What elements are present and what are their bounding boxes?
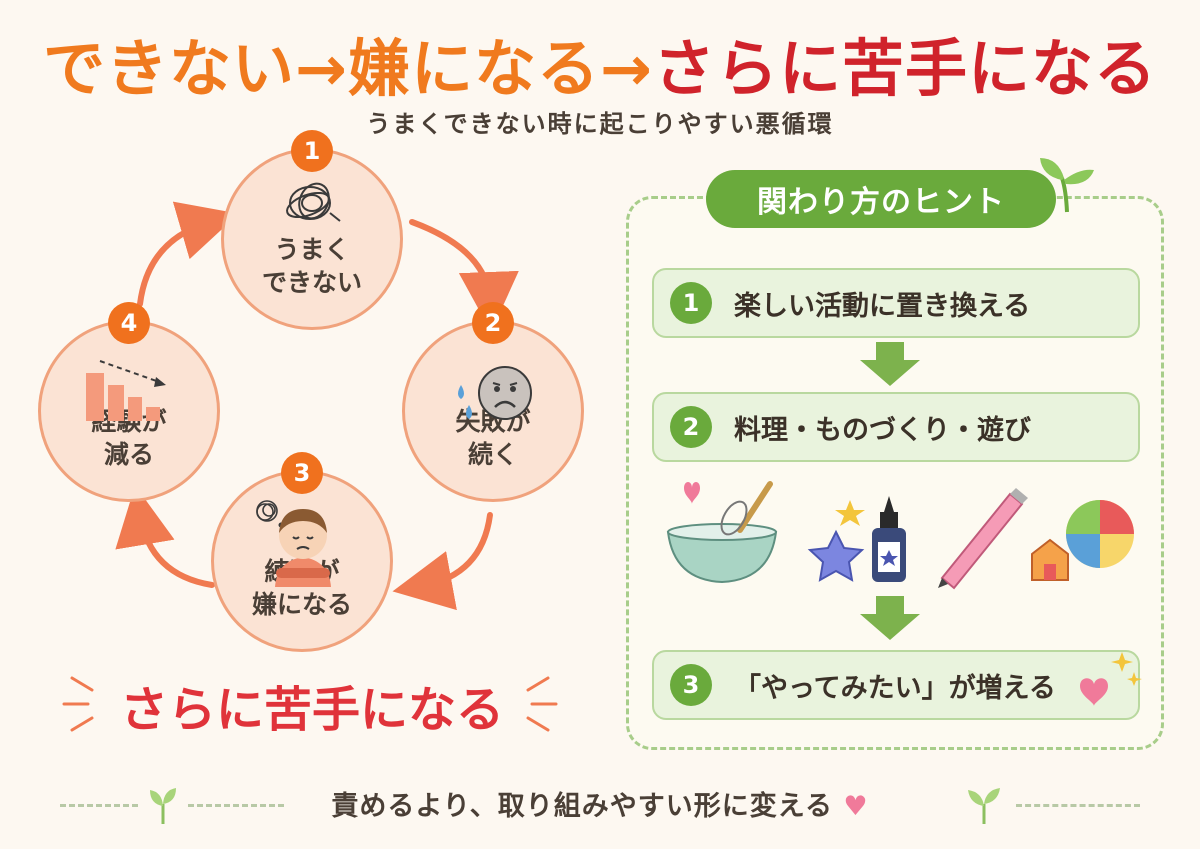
pen-icon xyxy=(938,488,1028,590)
node-4-number: 4 xyxy=(108,302,150,344)
node-1-number: 1 xyxy=(291,130,333,172)
arrow-1-to-2 xyxy=(409,219,519,332)
tangled-scribble-icon xyxy=(286,182,341,222)
craft-star-bottle-icon xyxy=(807,496,906,582)
sprout-icon xyxy=(150,788,176,824)
cycle-result: さらに苦手になる xyxy=(120,682,505,738)
footer-divider-left-2 xyxy=(188,804,284,807)
heart-icon: ♥ xyxy=(832,791,869,822)
hint-3-text: 「やってみたい」が増える xyxy=(734,672,1056,704)
ball-and-house-icon xyxy=(1031,500,1134,581)
node-1-label: うまく できない xyxy=(261,235,362,297)
down-arrow-icon xyxy=(860,342,920,386)
hint-1-text: 楽しい活動に置き換える xyxy=(734,290,1031,322)
emphasis-rays xyxy=(62,676,558,732)
cycle-node-4: 4 経験が 減る xyxy=(38,302,220,502)
cycle-arrows xyxy=(115,201,519,611)
main-title: できない→嫌になる→さらに苦手になる xyxy=(0,18,1200,108)
sad-face-icon xyxy=(458,366,532,420)
hint-1-number: 1 xyxy=(670,282,712,324)
upset-child-icon xyxy=(256,500,331,587)
node-3-number: 3 xyxy=(281,452,323,494)
arrow-4-to-1 xyxy=(137,201,239,307)
hint-2-text: 料理・ものづくり・遊び xyxy=(734,414,1031,446)
subtitle: うまくできない時に起こりやすい悪循環 xyxy=(366,110,834,138)
mixing-bowl-icon xyxy=(666,481,778,584)
heart-sparkle-icon xyxy=(1080,652,1142,706)
node-2-number: 2 xyxy=(472,302,514,344)
sprout-icon xyxy=(1040,158,1094,213)
cycle-node-3: 3 練習が 嫌になる xyxy=(211,452,393,652)
arrow-3-to-4 xyxy=(115,485,215,588)
title-part-1: できない→嫌になる→ xyxy=(43,32,653,105)
declining-bars-icon xyxy=(86,360,166,421)
hint-3-number: 3 xyxy=(670,664,712,706)
hint-2-number: 2 xyxy=(670,406,712,448)
activity-illustrations xyxy=(666,481,1134,590)
hints-title: 関わり方のヒント xyxy=(706,170,1056,228)
vicious-cycle: 1 うまく できない 2 失敗が 続く 3 xyxy=(0,0,600,760)
footer-message: 責めるより、取り組みやすい形に変える ♥ xyxy=(0,784,1200,823)
hint-item-1: 1 楽しい活動に置き換える xyxy=(652,268,1140,338)
down-arrow-icon xyxy=(860,596,920,640)
footer-text: 責めるより、取り組みやすい形に変える xyxy=(331,791,833,822)
hint-item-2: 2 料理・ものづくり・遊び xyxy=(652,392,1140,462)
title-part-2: さらに苦手になる xyxy=(652,32,1157,105)
sprout-icon xyxy=(968,788,1000,824)
footer-divider-right xyxy=(1016,804,1140,807)
cycle-node-2: 2 失敗が 続く xyxy=(402,302,584,502)
arrow-2-to-3 xyxy=(392,512,493,611)
footer-divider-left xyxy=(60,804,138,807)
cycle-node-1: 1 うまく できない xyxy=(221,130,403,330)
hint-item-3: 3 「やってみたい」が増える xyxy=(652,650,1140,720)
